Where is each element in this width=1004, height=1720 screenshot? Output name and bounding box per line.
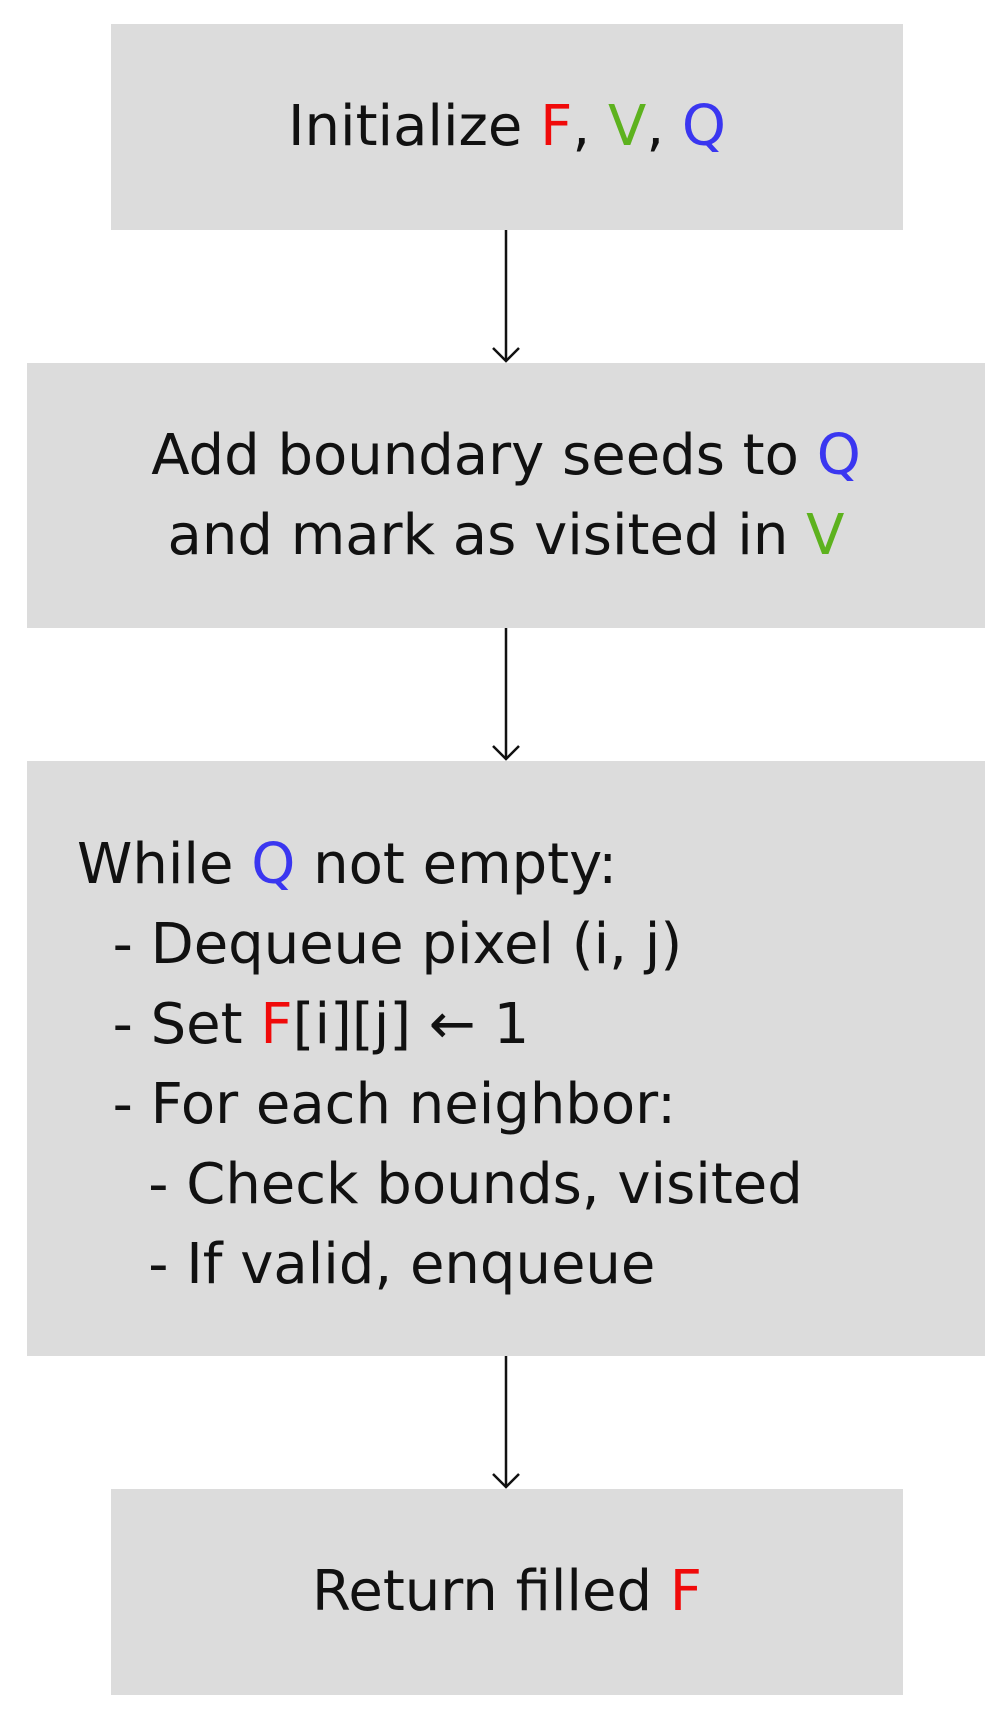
seeds-text: Add boundary seeds to [151, 422, 817, 488]
var-q: Q [681, 94, 726, 159]
set-text: - Set [77, 992, 261, 1057]
node-initialize: Initialize F, V, Q [111, 24, 903, 230]
loop-line-neighbor: - For each neighbor: [77, 1072, 677, 1137]
loop-line-enqueue: - If valid, enqueue [77, 1232, 656, 1297]
node-return-label: Return filled F [312, 1564, 702, 1620]
var-q: Q [251, 832, 296, 897]
while-text: While [77, 832, 252, 897]
loop-line-check: - Check bounds, visited [77, 1152, 803, 1217]
arrow-down-icon [492, 1356, 520, 1489]
visited-text: and mark as visited in [167, 502, 807, 568]
arrow-down-icon [492, 628, 520, 761]
var-f: F [669, 1559, 703, 1624]
loop-line-while: While Q not empty: [77, 825, 985, 905]
return-text: Return filled [311, 1559, 670, 1624]
node-initialize-label: Initialize F, V, Q [288, 99, 726, 155]
node-add-seeds-line2: and mark as visited in V [168, 496, 845, 576]
assign-text: [i][j] ← 1 [292, 992, 530, 1057]
var-f: F [540, 94, 573, 159]
loop-line-dequeue: - Dequeue pixel (i, j) [77, 912, 683, 977]
node-return: Return filled F [111, 1489, 903, 1695]
var-f: F [260, 992, 293, 1057]
separator: , [646, 94, 682, 159]
separator: , [572, 94, 608, 159]
node-add-seeds-line1: Add boundary seeds to Q [151, 416, 861, 496]
var-q: Q [816, 422, 861, 488]
arrow-down-icon [492, 230, 520, 363]
node-add-seeds: Add boundary seeds to Q and mark as visi… [27, 363, 985, 628]
node-while-loop: While Q not empty: - Dequeue pixel (i, j… [27, 761, 985, 1356]
var-v: V [608, 94, 647, 159]
initialize-text: Initialize [288, 94, 541, 159]
var-v: V [806, 502, 845, 568]
not-empty-text: not empty: [295, 832, 618, 897]
loop-line-set: - Set F[i][j] ← 1 [77, 985, 985, 1065]
